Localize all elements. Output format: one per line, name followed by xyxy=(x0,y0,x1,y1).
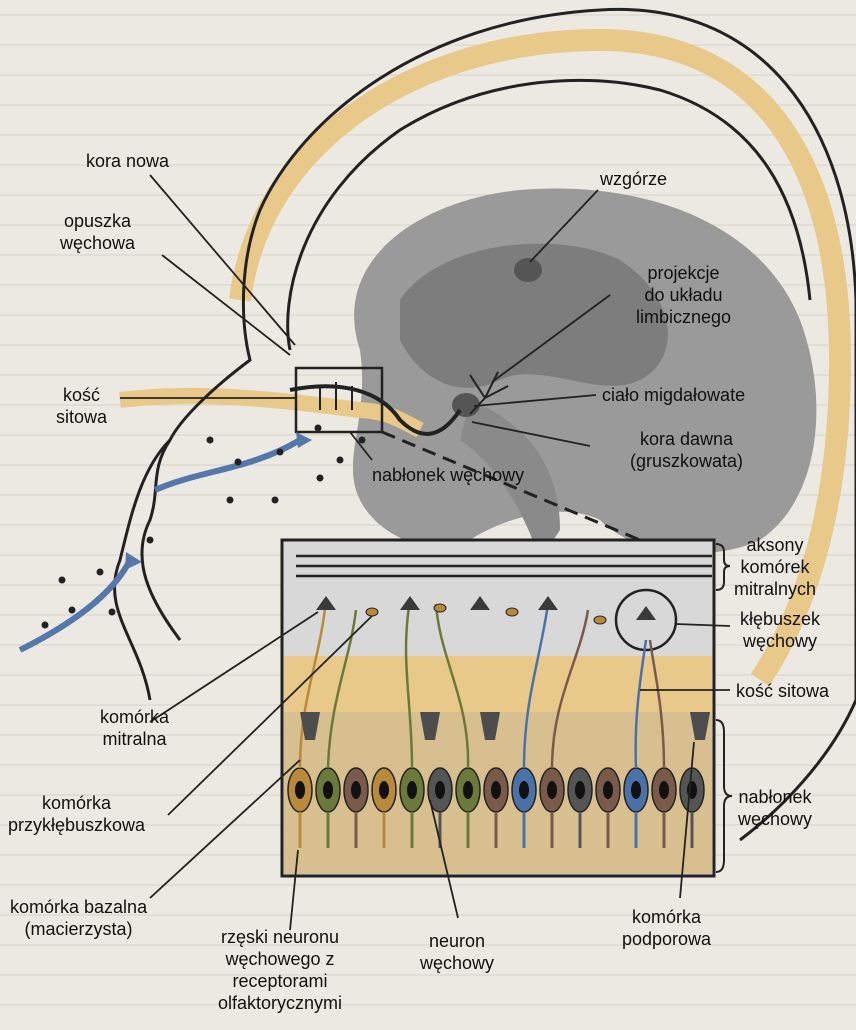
thalamus-dot xyxy=(514,258,542,282)
label-wzgorze: wzgórze xyxy=(600,168,667,190)
label-kora-dawna: kora dawna(gruszkowata) xyxy=(630,428,743,472)
label-kora-nowa: kora nowa xyxy=(86,150,169,172)
label-kosc-sitowa-right: kość sitowa xyxy=(736,680,829,702)
label-cialo-migdalowate: ciało migdałowate xyxy=(602,384,745,406)
label-komorka-bazalna: komórka bazalna(macierzysta) xyxy=(10,896,147,940)
neuron-nuclei xyxy=(295,781,697,799)
inset-panel xyxy=(282,540,714,876)
label-nablonek-wechowy-top: nabłonek węchowy xyxy=(372,464,524,486)
